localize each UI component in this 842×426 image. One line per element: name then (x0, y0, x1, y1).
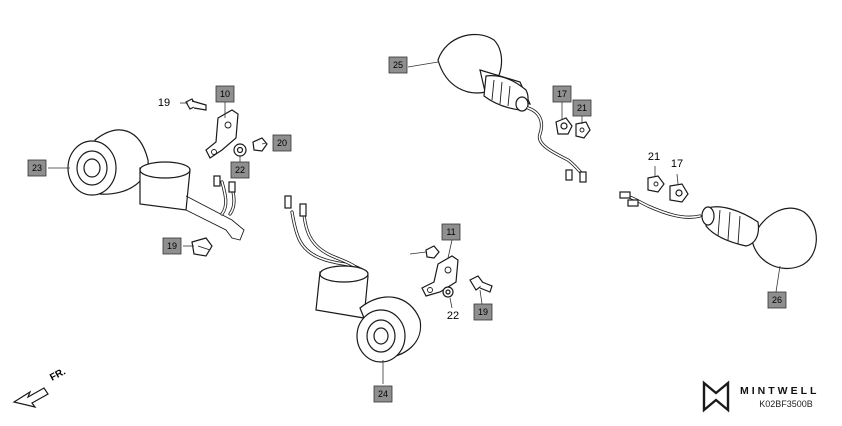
bolt-19-center (469, 275, 493, 293)
callout-26: 26 (767, 291, 787, 309)
callout-17-upper-label: 17 (557, 89, 567, 99)
callout-23-label: 23 (32, 163, 42, 173)
callout-22-lower-label: 22 (447, 310, 459, 322)
callout-10: 10 (215, 85, 235, 103)
callout-20-label: 20 (277, 138, 287, 148)
callout-19-lower: 19 (162, 237, 182, 255)
nut-21-upper (575, 121, 591, 139)
callout-26-label: 26 (772, 295, 782, 305)
callout-21-right: 21 (648, 151, 660, 163)
bolt-19-upper (185, 98, 207, 111)
nut-20 (252, 137, 268, 152)
washer-22-lower (442, 286, 454, 298)
callout-17-right: 17 (671, 158, 683, 170)
turn-signal-front-left-23 (67, 129, 245, 241)
front-arrow-icon (12, 387, 49, 408)
drawing-code: K02BF3500B (759, 399, 813, 409)
callout-19-lower-label: 19 (167, 241, 177, 251)
callout-21-right-label: 21 (648, 151, 660, 163)
callout-17-upper: 17 (552, 85, 572, 103)
front-direction-label: FR. (48, 366, 68, 383)
nut-center (425, 245, 440, 259)
callout-22-lower: 22 (447, 310, 459, 322)
washer-17-upper (555, 117, 573, 135)
callout-11: 11 (441, 223, 461, 241)
callout-10-label: 10 (220, 89, 230, 99)
clip-19-lower (191, 237, 213, 257)
callout-17-right-label: 17 (671, 158, 683, 170)
washer-22-upper (233, 143, 247, 157)
front-direction-arrow: FR. (12, 366, 68, 408)
turn-signal-front-right-24 (284, 195, 422, 363)
callout-23: 23 (27, 159, 47, 177)
callout-22-upper-label: 22 (235, 165, 245, 175)
callout-24: 24 (373, 385, 393, 403)
brand-name: MINTWELL (740, 385, 819, 397)
callout-19-upper-label: 19 (158, 97, 170, 109)
nut-21-right (647, 175, 665, 193)
callout-25-label: 25 (393, 60, 403, 70)
bracket-11 (421, 255, 459, 297)
callout-22-upper: 22 (230, 161, 250, 179)
callout-24-label: 24 (378, 389, 388, 399)
washer-17-right (669, 183, 689, 203)
callout-21-upper: 21 (572, 99, 592, 117)
turn-signal-rear-right-26 (619, 191, 817, 270)
callout-21-upper-label: 21 (577, 103, 587, 113)
callout-19-center-label: 19 (478, 307, 488, 317)
callout-11-label: 11 (446, 227, 455, 237)
callout-19-upper: 19 (158, 97, 170, 109)
bracket-10 (205, 109, 239, 159)
mintwell-logo-icon (702, 380, 730, 413)
mintwell-logo: MINTWELL (702, 380, 819, 413)
callout-20: 20 (272, 134, 292, 152)
turn-signal-rear-left-25 (437, 33, 587, 183)
callout-19-center: 19 (473, 303, 493, 321)
callout-25: 25 (388, 56, 408, 74)
